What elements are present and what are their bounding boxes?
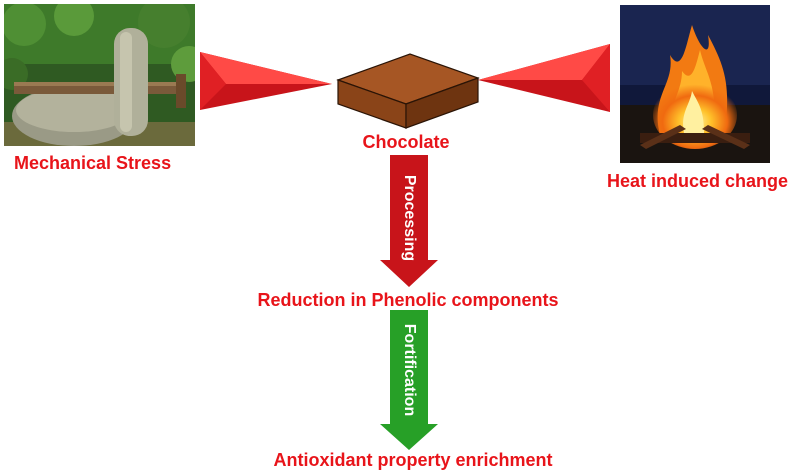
heat-change-label: Heat induced change xyxy=(607,171,789,191)
processing-label: Processing xyxy=(401,174,418,262)
fortification-label: Fortification xyxy=(401,323,418,417)
millstone-photo xyxy=(4,4,195,146)
bonfire-photo xyxy=(620,5,770,163)
chocolate-label: Chocolate xyxy=(362,132,450,152)
chocolate-block xyxy=(336,53,480,129)
left-arrow-triangle xyxy=(200,52,332,110)
right-arrow-triangle xyxy=(478,44,610,112)
processing-arrow xyxy=(380,155,438,287)
reduction-label: Reduction in Phenolic components xyxy=(257,290,559,310)
mechanical-stress-label: Mechanical Stress xyxy=(14,153,172,173)
fortification-arrow xyxy=(380,310,438,450)
enrichment-label: Antioxidant property enrichment xyxy=(273,450,553,470)
